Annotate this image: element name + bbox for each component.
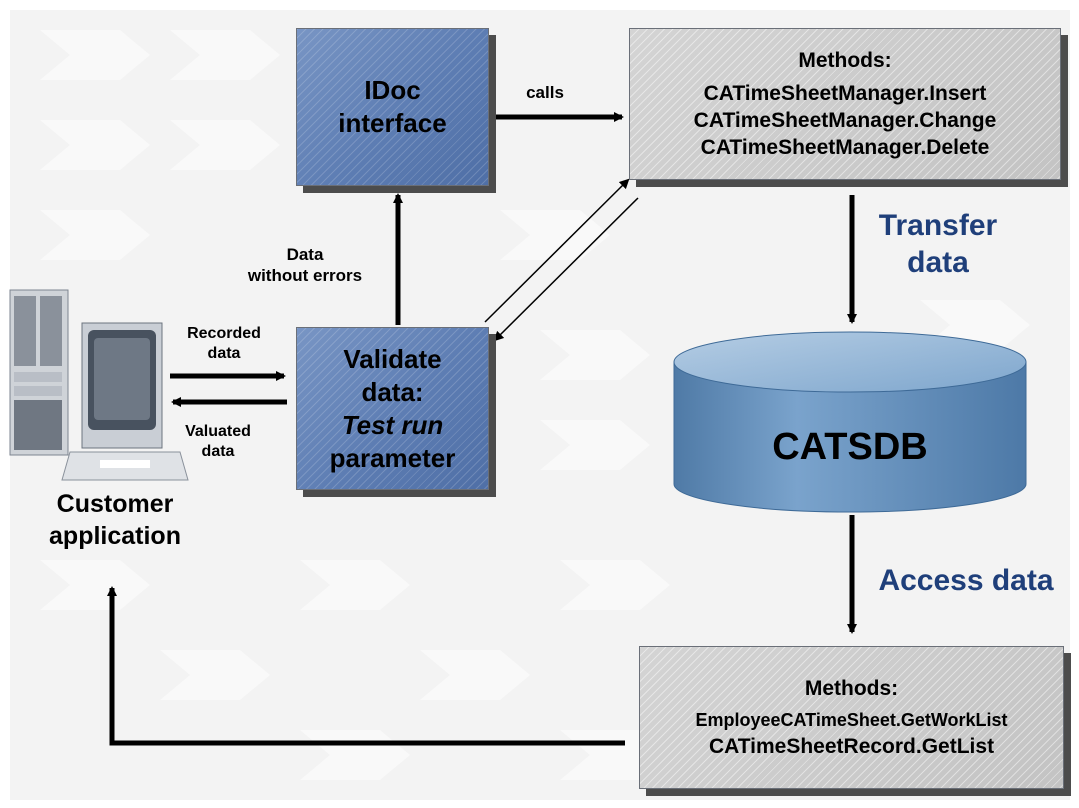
validate-label-line3: Test run: [341, 409, 444, 440]
access-data-label: Access data: [878, 564, 1054, 597]
transfer-data-label: Transfer data: [868, 207, 1008, 281]
customer-label-line2: application: [49, 522, 181, 550]
recorded-data-label: Recorded data: [164, 324, 284, 364]
customer-application-label: Customer application: [20, 488, 210, 552]
methods-top-title: Methods:: [798, 49, 892, 72]
idoc-label-line1: IDoc: [364, 75, 421, 105]
arrow-to-customer: [107, 586, 625, 746]
data-without-errors-line2: without errors: [247, 266, 363, 285]
recorded-data-line1: Recorded: [187, 325, 261, 342]
methods-top-item: CATimeSheetManager.Change: [693, 109, 997, 132]
computer-icon: [9, 289, 189, 481]
recorded-data-line2: data: [207, 345, 241, 362]
methods-top-box: Methods: CATimeSheetManager.Insert CATim…: [629, 28, 1061, 180]
methods-bottom-item: CATimeSheetRecord.GetList: [708, 735, 995, 758]
methods-bottom-box: Methods: EmployeeCATimeSheet.GetWorkList…: [639, 646, 1064, 789]
catsdb-cylinder: [673, 331, 1027, 513]
methods-top-item: CATimeSheetManager.Insert: [703, 82, 987, 105]
methods-bottom-title: Methods:: [804, 677, 899, 700]
catsdb-label: CATSDB: [772, 426, 928, 468]
calls-label: calls: [526, 83, 564, 102]
methods-top-item: CATimeSheetManager.Delete: [700, 136, 990, 159]
valuated-data-line2: data: [201, 443, 235, 460]
idoc-interface-box: IDoc interface: [296, 28, 489, 186]
data-without-errors-line1: Data: [286, 245, 324, 264]
methods-bottom-item: EmployeeCATimeSheet.GetWorkList: [695, 710, 1008, 730]
valuated-data-label: Valuated data: [168, 422, 268, 462]
arrow-validate-to-methods: [484, 178, 630, 323]
validate-label-line1: Validate: [343, 343, 442, 374]
arrow-methods-to-validate: [493, 197, 639, 342]
validate-label-line2: data:: [361, 376, 424, 407]
idoc-label-line2: interface: [338, 108, 447, 138]
transfer-data-line1: Transfer: [878, 209, 998, 242]
validate-data-box: Validate data: Test run parameter: [296, 327, 489, 490]
valuated-data-line1: Valuated: [185, 423, 251, 440]
customer-label-line1: Customer: [56, 490, 174, 518]
data-without-errors-label: Data without errors: [220, 244, 390, 286]
transfer-data-line2: data: [907, 246, 969, 279]
validate-label-line4: parameter: [329, 442, 456, 473]
